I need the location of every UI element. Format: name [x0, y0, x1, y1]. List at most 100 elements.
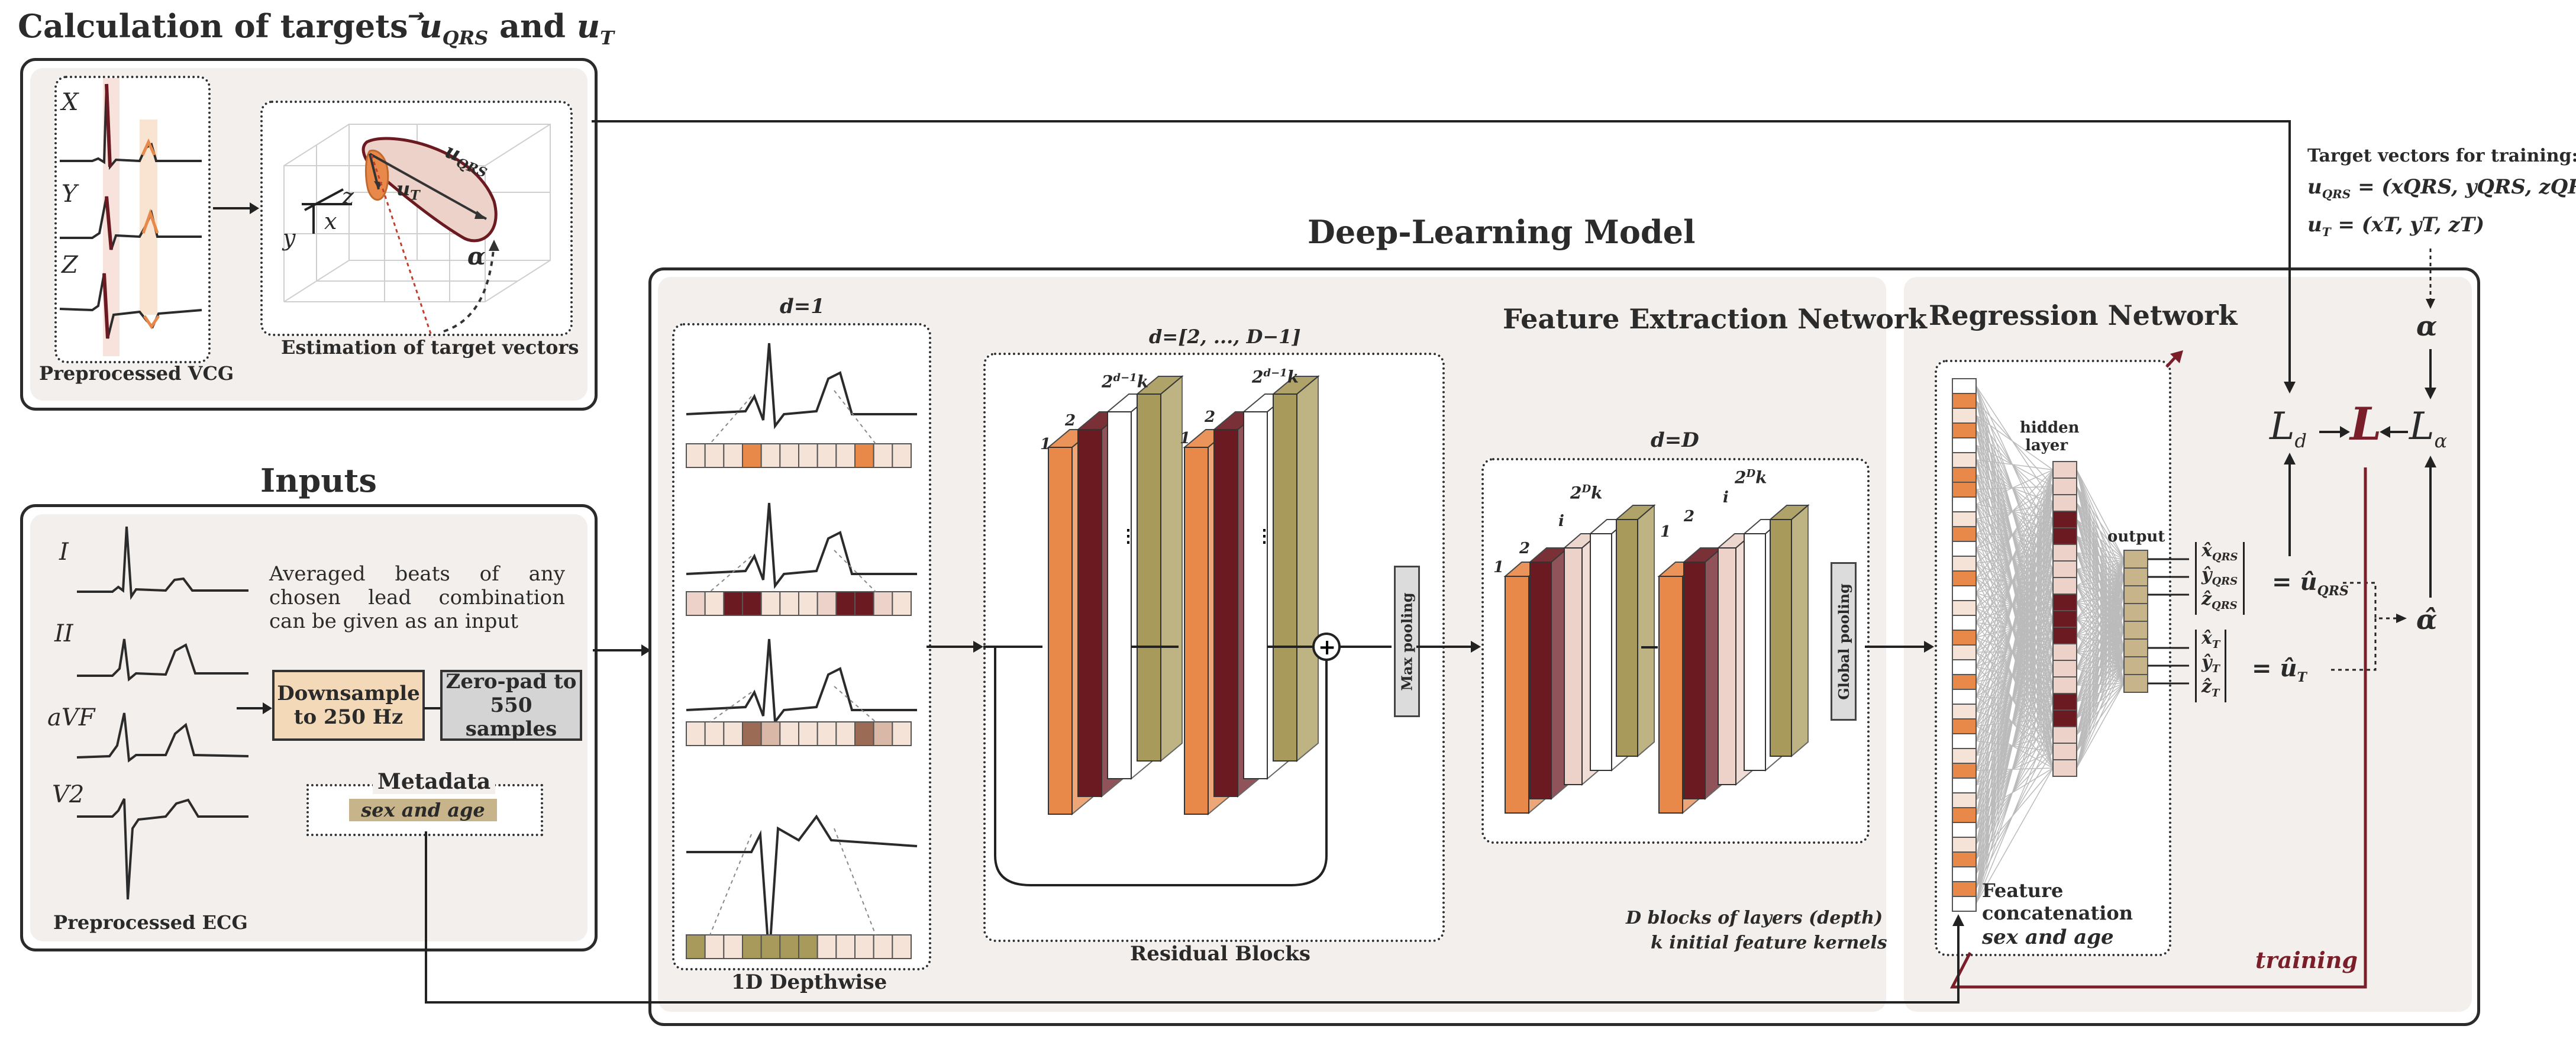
rn-hidden-cell	[2052, 478, 2077, 495]
res-layer-olive	[1137, 393, 1161, 762]
depthwise-filter-cell	[835, 591, 856, 616]
rn-edge	[2076, 559, 2125, 570]
rn-edge	[2076, 559, 2125, 752]
rn-input-cell	[1952, 866, 1977, 882]
axis-x-label: x	[324, 208, 337, 234]
rn-output-cell	[2123, 638, 2148, 657]
depthwise-filter-cell	[723, 721, 744, 746]
rn-input-cell	[1952, 778, 1977, 793]
inputs-title: Inputs	[260, 462, 377, 499]
rn-edge	[1975, 469, 2054, 505]
rn-edge	[2076, 519, 2125, 578]
rn-edge	[2076, 559, 2125, 702]
rn-edge	[1975, 469, 2054, 860]
rn-edge	[2076, 602, 2125, 631]
model-title: Deep-Learning Model	[1308, 213, 1696, 251]
depthwise-filter-cell	[704, 934, 725, 959]
depthwise-filter-cell	[816, 591, 837, 616]
output-label: output	[2107, 528, 2165, 546]
depthwise-filter-cell	[798, 721, 818, 746]
rn-input-cell	[1952, 822, 1977, 838]
rn-hidden-cell	[2052, 627, 2077, 644]
residual-header: d=[2, ..., D−1]	[1149, 325, 1301, 348]
res-layer-white	[1107, 411, 1132, 779]
ecg-caption: Preprocessed ECG	[53, 911, 248, 934]
ecg-lead-i: I	[59, 538, 69, 566]
rn-input-cell	[1952, 600, 1977, 616]
ecg-waveforms	[76, 526, 249, 900]
depthwise-guide	[834, 550, 876, 592]
res-layer-red	[1213, 429, 1238, 797]
rn-edge	[1975, 767, 2054, 860]
rn-hidden-cell	[2052, 726, 2077, 744]
depthwise-box	[672, 323, 931, 970]
rn-edge	[2076, 618, 2125, 631]
training-target-qrs: uQRS = (xQRS, yQRS, zQRS)	[2307, 175, 2576, 201]
rn-edge	[1975, 469, 2054, 771]
rn-input-cell	[1952, 763, 1977, 779]
rn-edge	[2076, 552, 2125, 578]
metadata-value: sex and age	[349, 799, 497, 821]
depthwise-filter-cell	[873, 934, 893, 959]
alpha-angle-label: α	[467, 243, 486, 270]
rn-edge	[1975, 718, 2054, 815]
rn-edge	[2076, 559, 2125, 653]
title-vec-t: uT	[576, 7, 614, 49]
rn-edge	[1975, 400, 2054, 487]
vcg-lead-y: Y	[62, 180, 78, 208]
depthwise-filter-cell	[835, 443, 856, 468]
res-ellipsis: ⋮	[1119, 526, 1137, 547]
depthwise-filter-cell	[760, 721, 781, 746]
uhat-qrs: = ûQRS	[2272, 568, 2349, 599]
out-t-vector: x̂T ŷT ẑT	[2195, 630, 2227, 702]
rn-edge	[1975, 486, 2054, 579]
depthwise-filter-cell	[816, 443, 837, 468]
ecg-lead-v2: V2	[52, 781, 85, 808]
final-layer-pink	[1718, 547, 1736, 785]
rn-input-cell	[1952, 541, 1977, 557]
targets-title-text: Calculation of targets	[18, 7, 408, 45]
rn-input-cell	[1952, 408, 1977, 424]
rn-edge	[2076, 559, 2125, 586]
rn-edge	[2076, 618, 2125, 649]
rn-edge	[2076, 683, 2125, 769]
depthwise-waveform	[686, 502, 917, 589]
depthwise-guide	[834, 686, 876, 722]
training-targets-title: Target vectors for training:	[2307, 146, 2576, 166]
rn-edge	[2076, 535, 2125, 560]
depthwise-filter-cell	[723, 934, 744, 959]
rn-input-cell	[1952, 615, 1977, 631]
res-num-1b: 1	[1180, 430, 1191, 447]
rn-edge	[2076, 469, 2125, 560]
rn-edge	[1975, 486, 2054, 534]
rn-edge	[2076, 635, 2125, 649]
depthwise-filter-cell	[779, 721, 799, 746]
rn-edge	[2076, 665, 2125, 769]
depthwise-filter-cell	[892, 721, 912, 746]
rn-hidden-cell	[2052, 610, 2077, 628]
final-layer-pink	[1564, 547, 1583, 785]
rn-edge	[1975, 668, 2054, 771]
res-num-2a: 2	[1065, 412, 1076, 430]
rn-edge	[1975, 486, 2054, 490]
global-pooling-layer: Global pooling	[1831, 562, 1857, 721]
final-num-1a: 1	[1493, 559, 1505, 576]
rn-edge	[2076, 486, 2125, 560]
rn-edge	[1975, 469, 2054, 904]
final-kernel-label-2: 2Dk	[1735, 467, 1767, 488]
depthwise-filter-cell	[779, 591, 799, 616]
depthwise-filter-cell	[854, 443, 874, 468]
rn-edge	[1975, 415, 2054, 470]
rn-edge	[2076, 630, 2125, 769]
depthwise-filter-cell	[892, 443, 912, 468]
depthwise-header: d=1	[780, 295, 825, 318]
rn-edge	[2076, 559, 2125, 735]
vcg-waveforms	[59, 78, 202, 356]
res-layer-orange	[1184, 447, 1209, 815]
depthwise-filter-cell	[760, 443, 781, 468]
rn-edge	[1975, 469, 2054, 593]
max-pooling-layer: Max pooling	[1394, 566, 1420, 717]
rn-input-cell	[1952, 556, 1977, 572]
rn-edge	[1975, 469, 2054, 815]
rn-edge	[1975, 469, 2054, 727]
